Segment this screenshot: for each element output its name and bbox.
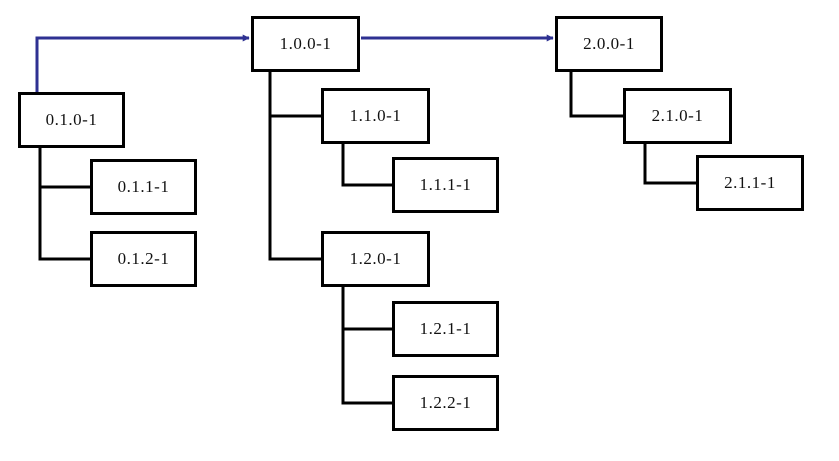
- version-node-1-2-2-1: 1.2.2-1: [392, 375, 499, 431]
- version-node-1-1-1-1: 1.1.1-1: [392, 157, 499, 213]
- version-node-0-1-0-1: 0.1.0-1: [18, 92, 125, 148]
- tree-connector: [38, 148, 90, 189]
- version-node-0-1-1-1: 0.1.1-1: [90, 159, 197, 215]
- version-node-0-1-2-1: 0.1.2-1: [90, 231, 197, 287]
- tree-connector: [643, 144, 696, 185]
- version-node-1-2-0-1: 1.2.0-1: [321, 231, 430, 287]
- tree-connector: [341, 287, 392, 405]
- tree-connector: [38, 148, 90, 261]
- version-node-1-1-0-1: 1.1.0-1: [321, 88, 430, 144]
- tree-connector: [341, 144, 392, 187]
- version-node-2-0-0-1: 2.0.0-1: [555, 16, 663, 72]
- version-node-2-1-0-1: 2.1.0-1: [623, 88, 732, 144]
- tree-connector: [569, 72, 623, 118]
- version-node-1-0-0-1: 1.0.0-1: [251, 16, 360, 72]
- version-node-2-1-1-1: 2.1.1-1: [696, 155, 804, 211]
- version-node-1-2-1-1: 1.2.1-1: [392, 301, 499, 357]
- tree-connector: [341, 287, 392, 331]
- tree-connector: [268, 72, 321, 261]
- sequence-arrow: [35, 34, 250, 92]
- tree-connector: [268, 72, 321, 118]
